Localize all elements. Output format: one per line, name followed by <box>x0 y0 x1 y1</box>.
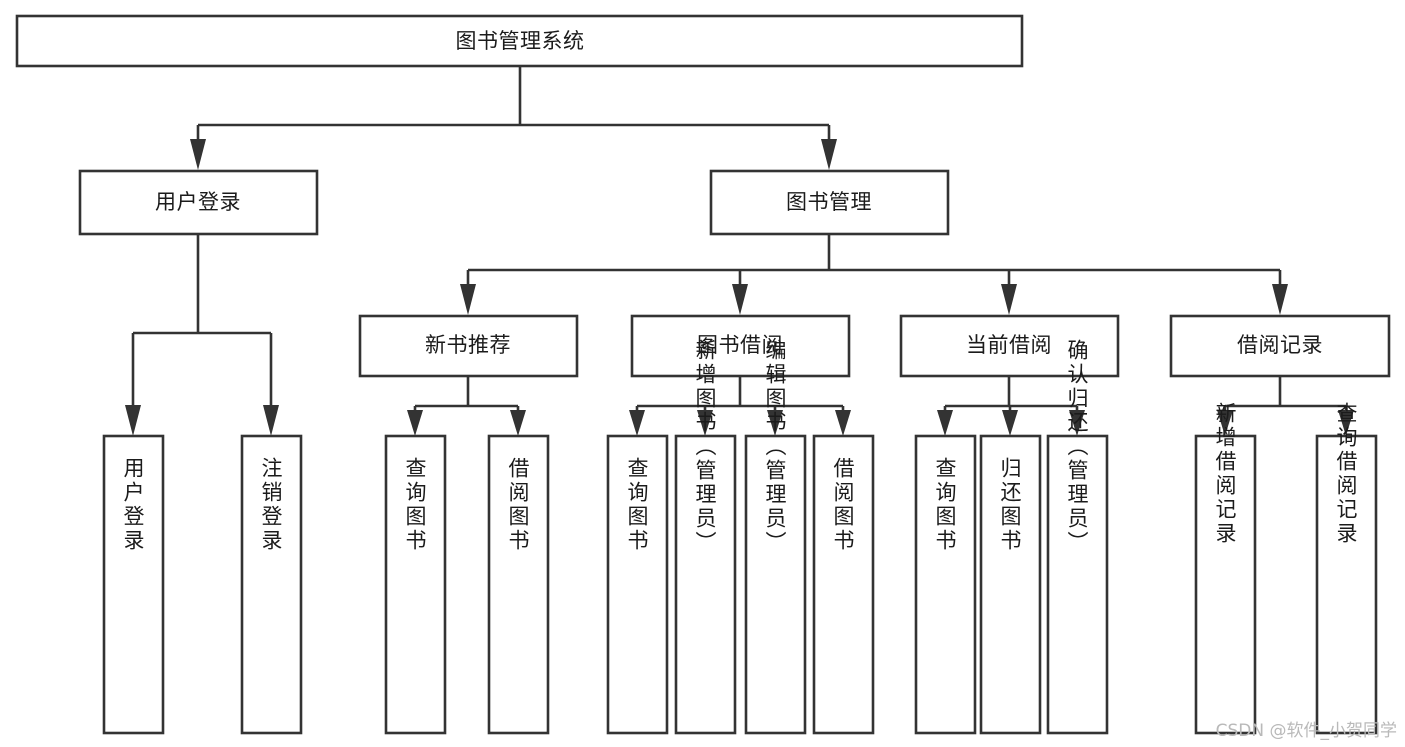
node-borrow-record-label: 借阅记录 <box>1237 333 1323 357</box>
arrow-current-borrow-leaf-3 <box>1069 410 1085 436</box>
node-leaf-query-book-1-label: 查询图书 <box>403 457 427 553</box>
node-leaf-query-book-3-label: 查询图书 <box>933 457 957 553</box>
node-leaf-borrow-book-1-label: 借阅图书 <box>506 457 530 553</box>
node-leaf-query-book-1[interactable]: 查询图书 <box>384 434 447 735</box>
node-current-borrow-box[interactable] <box>899 314 1120 378</box>
node-leaf-add-borrow-record-box[interactable] <box>1194 434 1257 735</box>
arrow-book-mgmt-new-book-rec <box>460 284 476 315</box>
connector-layer <box>125 66 1354 436</box>
node-leaf-return-book-label: 归还图书 <box>998 457 1022 553</box>
node-leaf-confirm-return-admin-box[interactable] <box>1046 434 1109 735</box>
node-leaf-logout-login[interactable]: 注销登录 <box>240 434 303 735</box>
node-new-book-rec[interactable]: 新书推荐 <box>358 314 579 378</box>
node-leaf-confirm-return-admin-label: 确认归还（管理员） <box>1065 339 1089 555</box>
node-borrow-record-box[interactable] <box>1169 314 1391 378</box>
node-leaf-borrow-book-2[interactable]: 借阅图书 <box>812 434 875 735</box>
arrow-new-book-rec-leaf-1 <box>407 410 423 436</box>
arrow-book-mgmt-book-borrow <box>732 284 748 315</box>
arrow-book-mgmt-current-borrow <box>1001 284 1017 315</box>
node-leaf-query-book-3-box[interactable] <box>914 434 977 735</box>
arrow-book-borrow-leaf-2 <box>697 410 713 436</box>
arrow-book-borrow-leaf-3 <box>767 410 783 436</box>
node-root-label: 图书管理系统 <box>456 29 585 53</box>
node-leaf-query-book-2-box[interactable] <box>606 434 669 735</box>
node-borrow-record[interactable]: 借阅记录 <box>1169 314 1391 378</box>
node-root-box[interactable] <box>15 14 1024 68</box>
arrow-user-login-leaf-2 <box>263 405 279 436</box>
node-leaf-return-book[interactable]: 归还图书 <box>979 434 1042 735</box>
node-user-login-label: 用户登录 <box>155 190 241 214</box>
node-leaf-add-borrow-record-label: 新增借阅记录 <box>1213 402 1237 546</box>
arrow-current-borrow-leaf-1 <box>937 410 953 436</box>
arrow-root-to-user-login <box>190 139 206 170</box>
node-new-book-rec-label: 新书推荐 <box>425 333 511 357</box>
node-book-borrow[interactable]: 图书借阅 <box>630 314 851 378</box>
node-leaf-query-book-3[interactable]: 查询图书 <box>914 434 977 735</box>
node-root[interactable]: 图书管理系统 <box>15 14 1024 68</box>
node-leaf-query-borrow-record-box[interactable] <box>1315 434 1378 735</box>
node-current-borrow[interactable]: 当前借阅 <box>899 314 1120 378</box>
arrow-root-to-book-mgmt <box>821 139 837 170</box>
node-leaf-add-book-admin-box[interactable] <box>674 434 737 735</box>
node-leaf-borrow-book-2-label: 借阅图书 <box>831 457 855 553</box>
node-leaf-edit-book-admin-box[interactable] <box>744 434 807 735</box>
arrow-book-borrow-leaf-1 <box>629 410 645 436</box>
node-user-login[interactable]: 用户登录 <box>78 169 319 236</box>
node-leaf-user-login-box[interactable] <box>102 434 165 735</box>
node-book-mgmt-label: 图书管理 <box>786 190 872 214</box>
node-leaf-query-book-2-label: 查询图书 <box>625 457 649 553</box>
arrow-borrow-record-leaf-1 <box>1217 410 1233 436</box>
node-book-borrow-label: 图书借阅 <box>697 333 783 357</box>
node-leaf-borrow-book-2-box[interactable] <box>812 434 875 735</box>
node-book-mgmt[interactable]: 图书管理 <box>709 169 950 236</box>
node-leaf-user-login-label: 用户登录 <box>121 457 145 553</box>
node-leaf-return-book-box[interactable] <box>979 434 1042 735</box>
node-leaf-add-borrow-record[interactable]: 新增借阅记录 <box>1194 402 1257 735</box>
node-current-borrow-label: 当前借阅 <box>966 333 1052 357</box>
node-leaf-query-book-1-box[interactable] <box>384 434 447 735</box>
node-new-book-rec-box[interactable] <box>358 314 579 378</box>
node-leaf-query-borrow-record[interactable]: 查询借阅记录 <box>1315 402 1378 735</box>
node-leaf-edit-book-admin-label: 编辑图书（管理员） <box>763 339 787 555</box>
node-leaf-confirm-return-admin[interactable]: 确认归还（管理员） <box>1046 339 1109 735</box>
node-book-borrow-box[interactable] <box>630 314 851 378</box>
arrow-user-login-leaf-1 <box>125 405 141 436</box>
arrow-current-borrow-leaf-2 <box>1002 410 1018 436</box>
node-user-login-box[interactable] <box>78 169 319 236</box>
arrow-new-book-rec-leaf-2 <box>510 410 526 436</box>
node-leaf-logout-login-label: 注销登录 <box>259 457 283 553</box>
arrow-book-borrow-leaf-4 <box>835 410 851 436</box>
arrow-book-mgmt-borrow-record <box>1272 284 1288 315</box>
node-book-mgmt-box[interactable] <box>709 169 950 236</box>
arrow-borrow-record-leaf-2 <box>1338 410 1354 436</box>
node-leaf-query-borrow-record-label: 查询借阅记录 <box>1334 402 1358 546</box>
node-leaf-edit-book-admin[interactable]: 编辑图书（管理员） <box>744 339 807 735</box>
node-leaf-query-book-2[interactable]: 查询图书 <box>606 434 669 735</box>
node-leaf-borrow-book-1-box[interactable] <box>487 434 550 735</box>
node-leaf-add-book-admin[interactable]: 新增图书（管理员） <box>674 339 737 735</box>
node-leaf-user-login[interactable]: 用户登录 <box>102 434 165 735</box>
node-leaf-borrow-book-1[interactable]: 借阅图书 <box>487 434 550 735</box>
node-leaf-logout-login-box[interactable] <box>240 434 303 735</box>
node-leaf-add-book-admin-label: 新增图书（管理员） <box>693 339 717 555</box>
